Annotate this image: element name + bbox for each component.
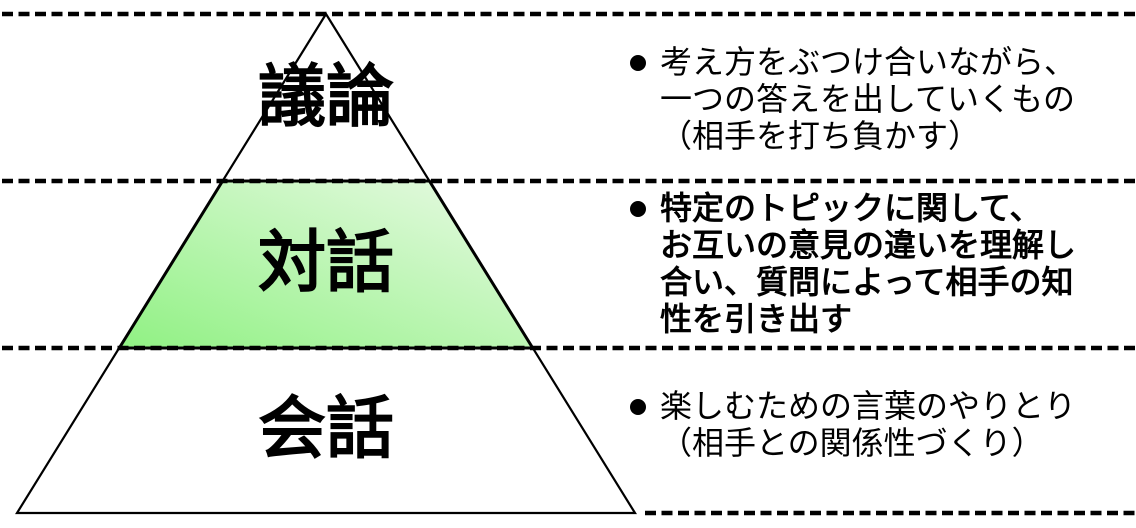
bullet-text-kaiwa: 楽しむための言葉のやりとり （相手との関係性づくり） [660, 388, 1076, 462]
bullet-line: 一つの答えを出していくもの [660, 80, 1076, 118]
bullet-line: 合い、質問によって相手の知 [660, 263, 1074, 301]
level-label-giron: 議論 [257, 58, 395, 137]
bullet-text-taiwa: 特定のトピックに関して、 お互いの意見の違いを理解し 合い、質問によって相手の知… [660, 190, 1076, 338]
bullet-line: 楽しむための言葉のやりとり [660, 387, 1077, 425]
bullet-item-giron: 考え方をぶつけ合いながら、 一つの答えを出していくもの （相手を打ち負かす） [630, 44, 1076, 155]
bullet-line: 性を引き出す [660, 300, 853, 338]
level-label-taiwa: 対話 [257, 224, 395, 303]
bullet-item-kaiwa: 楽しむための言葉のやりとり （相手との関係性づくり） [630, 388, 1076, 462]
bullet-line: お互いの意見の違いを理解し [660, 226, 1077, 264]
bullet-icon [630, 55, 646, 71]
bullet-icon [630, 399, 646, 415]
bullet-line: （相手との関係性づくり） [660, 424, 1044, 462]
bullet-line: 特定のトピックに関して、 [660, 189, 1042, 227]
bullet-line: （相手を打ち負かす） [660, 117, 981, 155]
level-label-kaiwa: 会話 [257, 390, 395, 469]
bullet-icon [630, 201, 646, 217]
bullet-text-giron: 考え方をぶつけ合いながら、 一つの答えを出していくもの （相手を打ち負かす） [660, 44, 1076, 155]
bullet-item-taiwa: 特定のトピックに関して、 お互いの意見の違いを理解し 合い、質問によって相手の知… [630, 190, 1076, 338]
bullet-line: 考え方をぶつけ合いながら、 [660, 43, 1077, 81]
